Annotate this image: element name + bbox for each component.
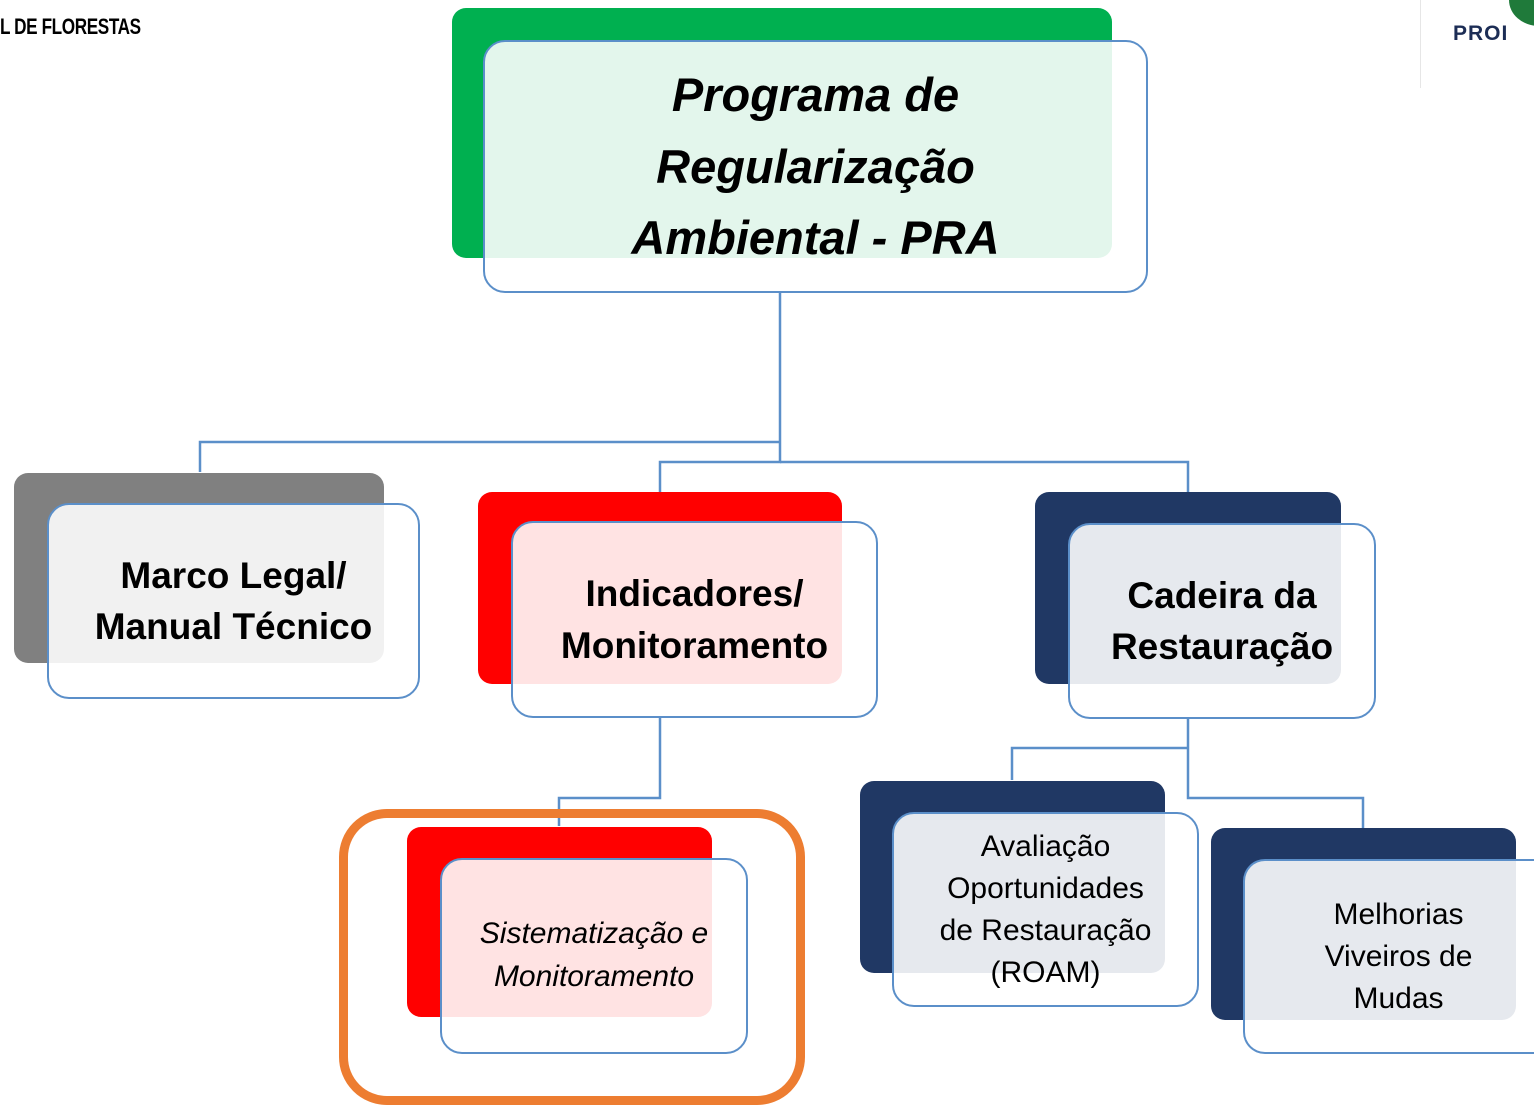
header-organization-text: L DE FLORESTAS <box>0 14 141 39</box>
connector-cadeia-to-melhorias <box>1186 748 1365 828</box>
cadeia-node-box: Cadeira da Restauração <box>1068 523 1376 719</box>
program-logo: PROI <box>1420 0 1534 88</box>
connector-root-to-marco <box>198 440 780 472</box>
marco-node-label: Marco Legal/ Manual Técnico <box>94 554 373 647</box>
indicadores-node-box: Indicadores/ Monitoramento <box>511 521 878 718</box>
indicadores-node-label: Indicadores/ Monitoramento <box>560 573 829 666</box>
logo-text: PROI <box>1453 22 1509 45</box>
sistematizacao-highlight-frame <box>339 809 805 1105</box>
marco-node-box: Marco Legal/ Manual Técnico <box>47 503 420 699</box>
connector-root-to-cadeia <box>780 460 1190 492</box>
root-node-box: Programa de Regularização Ambiental - PR… <box>483 40 1148 293</box>
melhorias-node-label: Melhorias Viveiros de Mudas <box>1324 897 1473 1015</box>
connector-root-to-indicadores <box>658 442 782 492</box>
avaliacao-node-box: Avaliação Oportunidades de Restauração (… <box>892 812 1199 1007</box>
cadeia-node-label: Cadeira da Restauração <box>1110 574 1334 667</box>
avaliacao-node-label: Avaliação Oportunidades de Restauração (… <box>939 829 1152 989</box>
root-node-label: Programa de Regularização Ambiental - PR… <box>631 67 1000 265</box>
sistematizacao-node-label: Sistematização e Monitoramento <box>479 917 709 993</box>
sistematizacao-node-box: Sistematização e Monitoramento <box>440 858 748 1054</box>
connector-cadeia-to-avaliacao <box>1010 746 1188 780</box>
melhorias-node-box: Melhorias Viveiros de Mudas <box>1243 859 1534 1054</box>
